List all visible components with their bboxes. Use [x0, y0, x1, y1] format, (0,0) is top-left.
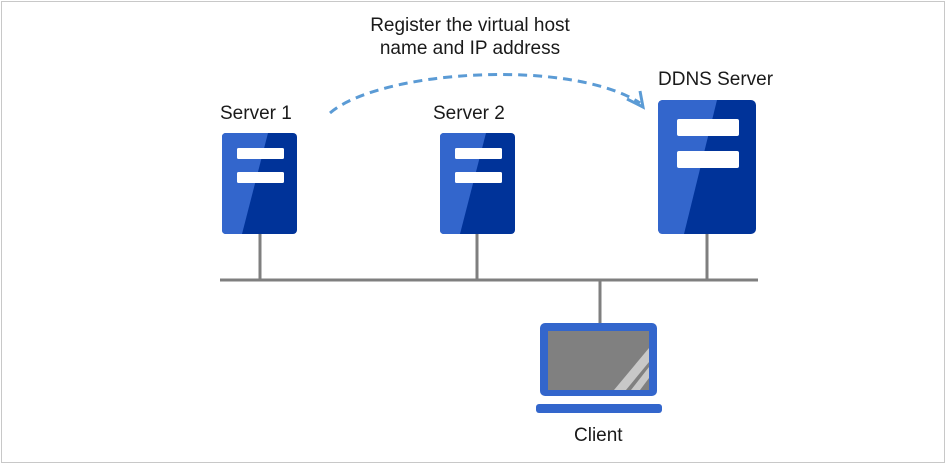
server1-label: Server 1 — [220, 103, 292, 124]
server2-label: Server 2 — [433, 103, 505, 124]
annotation-line-1: Register the virtual host — [370, 15, 570, 36]
register-annotation: Register the virtual host name and IP ad… — [340, 14, 600, 60]
annotation-line-2: name and IP address — [379, 38, 561, 59]
arrow-head — [626, 90, 646, 110]
server2-icon — [440, 133, 515, 234]
server1-icon — [222, 133, 297, 234]
ddns-server-label: DDNS Server — [658, 69, 774, 90]
register-arrow — [329, 73, 641, 115]
client-label: Client — [574, 425, 623, 446]
laptop-icon — [536, 323, 662, 413]
ddns-server-icon — [658, 100, 756, 234]
